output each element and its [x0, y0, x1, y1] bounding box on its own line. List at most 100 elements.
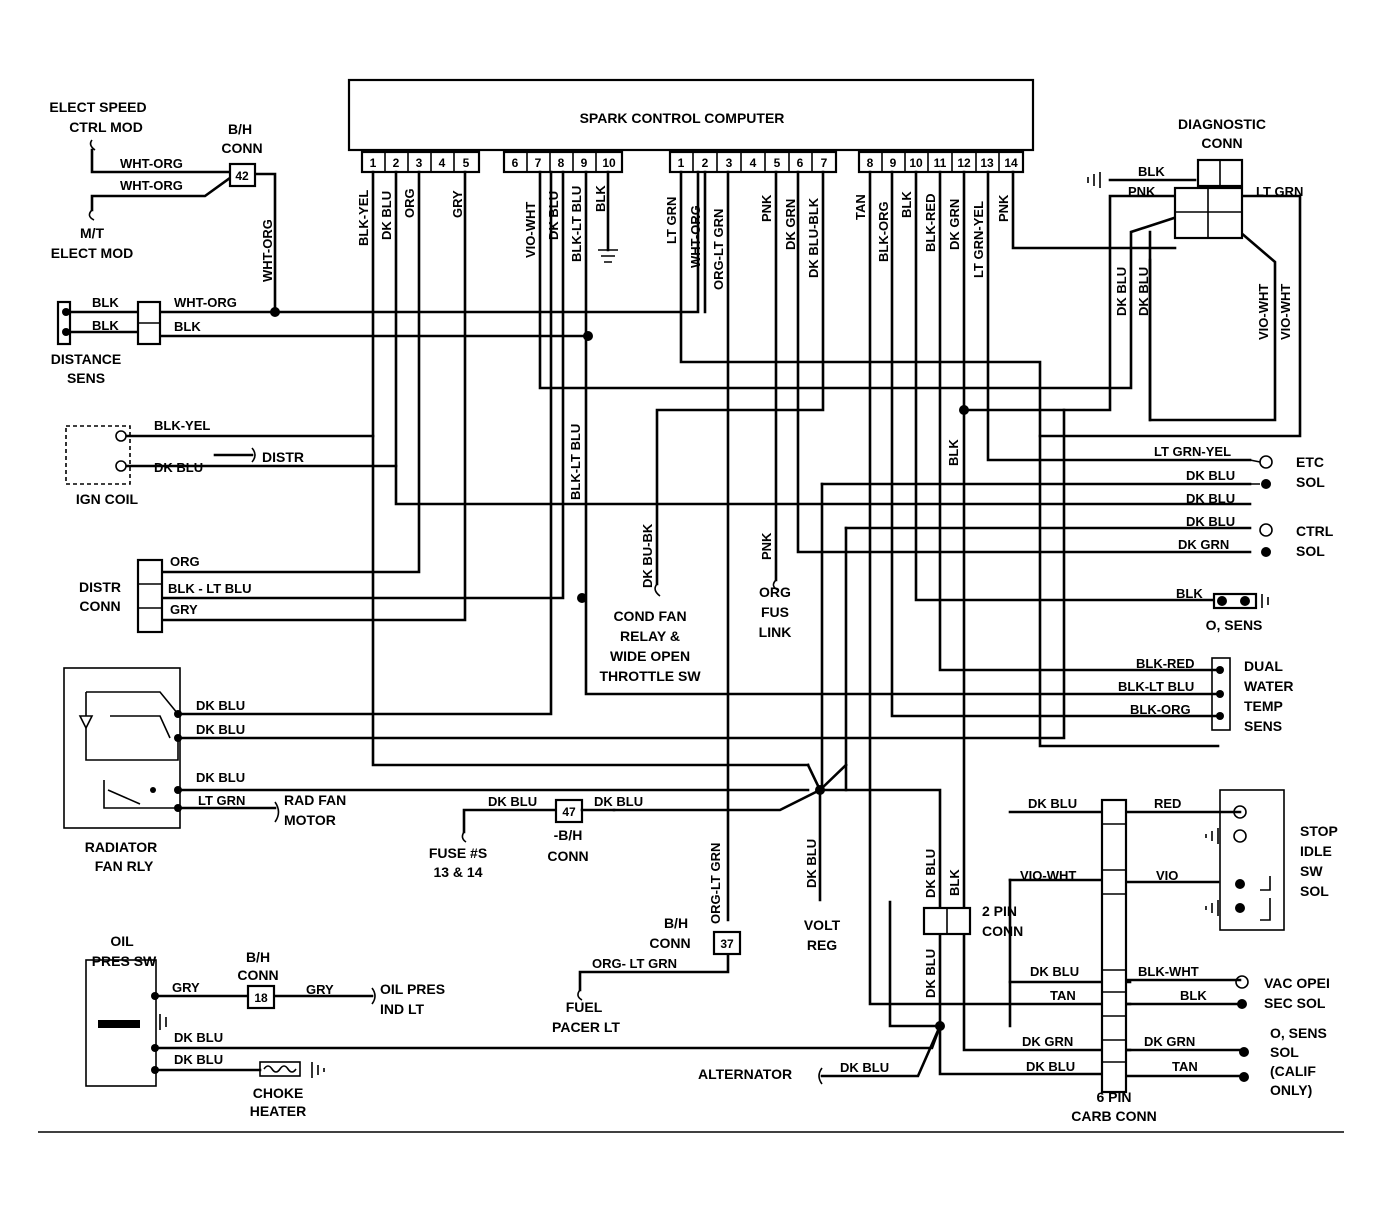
wire-label: BLK-ORG [1130, 702, 1191, 717]
bh-conn-37-num: 37 [720, 937, 734, 951]
pin-g4-8: 8 [867, 156, 874, 170]
wire-label-org-lt-grn-v: ORG-LT GRN [708, 843, 723, 924]
stop-idle-line4: SOL [1300, 883, 1329, 899]
pin-g3-2: 2 [702, 156, 709, 170]
dual-water-line2: WATER [1244, 678, 1294, 694]
pin-g3-6: 6 [797, 156, 804, 170]
cond-fan-line2: RELAY & [620, 628, 680, 644]
distr-conn-line1: DISTR [79, 579, 121, 595]
distance-sens-line1: DISTANCE [51, 351, 122, 367]
two-pin-conn-line1: 2 PIN [982, 903, 1017, 919]
wire-label: DK BLU [840, 1060, 889, 1075]
oil-pres-ind-line1: OIL PRES [380, 981, 445, 997]
wire-label-wht-org: WHT-ORG [688, 205, 703, 268]
bh-conn-18-line2: CONN [237, 967, 278, 983]
wire-label: DK BLU [1186, 468, 1235, 483]
ctrl-sol-line1: CTRL [1296, 523, 1334, 539]
wire-label: BLK [1180, 988, 1207, 1003]
pin-g4-11: 11 [934, 156, 947, 170]
wire-label-org: ORG [402, 188, 417, 218]
wire-label: VIO-WHT [1020, 868, 1076, 883]
connectors: 42 47 37 18 [56, 158, 1285, 1094]
bh-conn-37-line1: B/H [664, 915, 688, 931]
pin-g3-5: 5 [774, 156, 781, 170]
ground-icon [1205, 900, 1219, 916]
o2-sol-line3: (CALIF [1270, 1063, 1316, 1079]
wire-label: BLK [1176, 586, 1203, 601]
wires [68, 148, 1302, 1078]
wire-label-dk-bu-bk: DK BU-BK [640, 523, 655, 588]
wire-label: ORG [170, 554, 200, 569]
wire-label-lt-grn: LT GRN [664, 197, 679, 244]
cond-fan-line3: WIDE OPEN [610, 648, 690, 664]
wire-label: TAN [1050, 988, 1076, 1003]
wire-label: DK BLU [1186, 491, 1235, 506]
vac-oper-line2: SEC SOL [1264, 995, 1326, 1011]
pin-g1-5: 5 [463, 156, 470, 170]
wire-label-blk-lt-blu: BLK-LT BLU [569, 186, 584, 262]
wire-label: TAN [1172, 1059, 1198, 1074]
wire-label-dk-blu-diag-2: DK BLU [1136, 267, 1151, 316]
bh-conn-47-line2: CONN [547, 848, 588, 864]
wire-label-org-lt-grn: ORG-LT GRN [711, 209, 726, 290]
wire-label-blk-org: BLK-ORG [876, 201, 891, 262]
vertical-wire-labels: BLK-YEL DK BLU ORG GRY VIO-WHT DK BLU BL… [260, 185, 1293, 998]
wire-label: RED [1154, 796, 1181, 811]
pin-g2-8: 8 [558, 156, 565, 170]
wire-label: DK BLU [174, 1052, 223, 1067]
wire-label: BLK [1138, 164, 1165, 179]
dual-water-line4: SENS [1244, 718, 1282, 734]
pin-group-2: 6 7 8 9 10 [502, 150, 624, 174]
org-fus-line1: ORG [759, 584, 791, 600]
bh-conn-37-line2: CONN [649, 935, 690, 951]
wire-label: BLK-YEL [154, 418, 210, 433]
wire-label: BLK-RED [1136, 656, 1195, 671]
cond-fan-line1: COND FAN [613, 608, 686, 624]
wire-label-vio-wht-diag-2: VIO-WHT [1278, 284, 1293, 340]
pin-g2-7: 7 [535, 156, 542, 170]
bh-conn-42-num: 42 [235, 169, 249, 183]
wire-label: WHT-ORG [120, 178, 183, 193]
ground-icon [1260, 898, 1271, 921]
wire-label: GRY [170, 602, 198, 617]
pin-g2-9: 9 [581, 156, 588, 170]
ground-icon [159, 1014, 167, 1030]
pin-g3-7: 7 [821, 156, 828, 170]
oil-pres-line2: PRES SW [92, 953, 157, 969]
wire-label-dk-blu-blk: DK BLU-BLK [806, 197, 821, 278]
bh-conn-top-line1: B/H [228, 121, 252, 137]
choke-heater-line1: CHOKE [253, 1085, 304, 1101]
wire-label-blk-red: BLK-RED [923, 194, 938, 253]
distance-sens-line2: SENS [67, 370, 105, 386]
fuel-pacer-line2: PACER LT [552, 1019, 620, 1035]
wire-label: DK BLU [1028, 796, 1077, 811]
o2-sol-line4: ONLY) [1270, 1082, 1312, 1098]
ground-icon [598, 249, 618, 263]
org-fus-line3: LINK [759, 624, 792, 640]
wire-label: DK BLU [196, 698, 245, 713]
wire-label-lt-grn-yel: LT GRN-YEL [971, 201, 986, 278]
pin-g4-12: 12 [957, 156, 971, 170]
wire-label: DK BLU [1186, 514, 1235, 529]
ground-icon [1261, 594, 1269, 608]
wire-label-wht-org-v: WHT-ORG [260, 219, 275, 282]
wire-label: BLK [92, 318, 119, 333]
wire-label: DK BLU [196, 770, 245, 785]
elect-speed-line1: ELECT SPEED [49, 99, 146, 115]
org-fus-line2: FUS [761, 604, 789, 620]
etc-sol-line2: SOL [1296, 474, 1325, 490]
choke-heater-line2: HEATER [250, 1103, 307, 1119]
fuse-line1: FUSE #S [429, 845, 487, 861]
rad-fan-motor-line1: RAD FAN [284, 792, 346, 808]
pin-g1-4: 4 [439, 156, 446, 170]
bh-conn-47-line1: -B/H [554, 827, 583, 843]
wire-label-blk: BLK [593, 185, 608, 212]
six-pin-line1: 6 PIN [1096, 1089, 1131, 1105]
ground-icon [1260, 876, 1271, 891]
pin-g2-6: 6 [512, 156, 519, 170]
wire-label-pnk: PNK [759, 194, 774, 222]
two-pin-conn-line2: CONN [982, 923, 1023, 939]
wire-label-dk-blu-diag-1: DK BLU [1114, 267, 1129, 316]
wire-label-blk-3: BLK [899, 191, 914, 218]
